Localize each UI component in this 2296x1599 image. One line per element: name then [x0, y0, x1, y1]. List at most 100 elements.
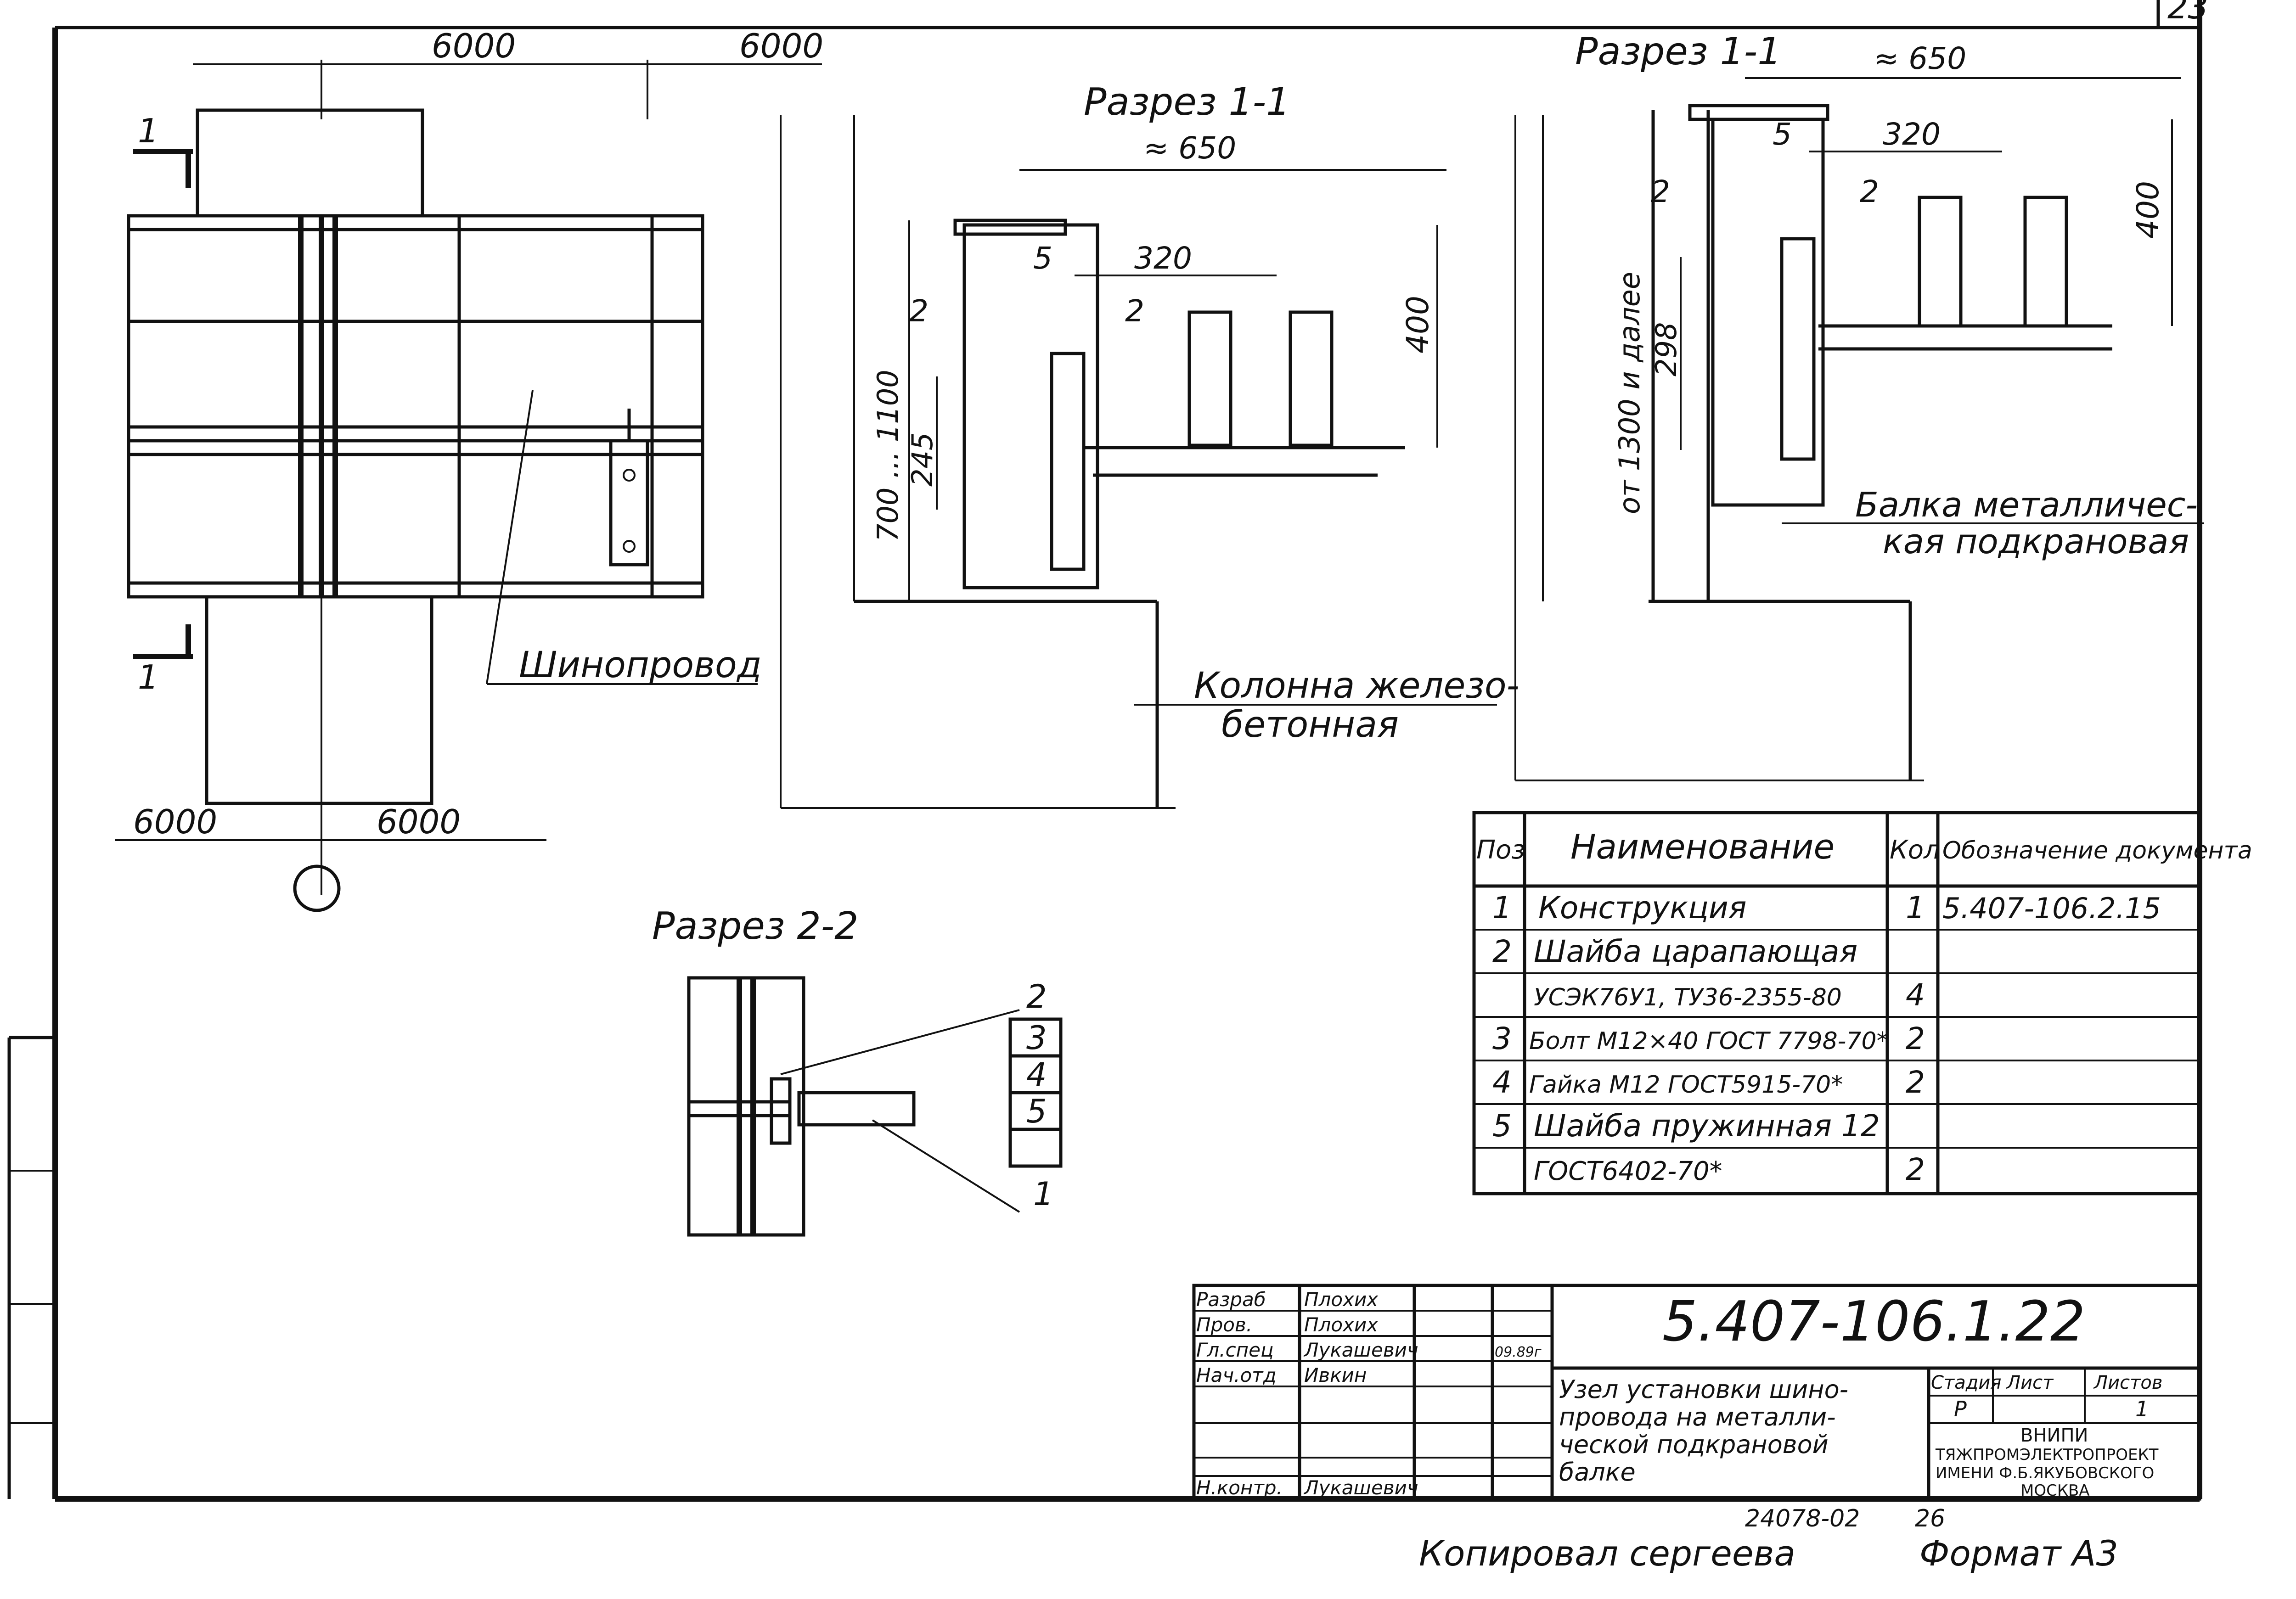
section-2-2-callouts: 2 3 4 5 1 — [1026, 978, 1054, 1213]
stage-header: Стадия — [1931, 1372, 2001, 1393]
dim-650: ≈ 650 — [1874, 41, 1966, 76]
dim-400: 400 — [2130, 181, 2166, 239]
section-1-1-metal: Разрез 1-1 ≈ 650 320 400 298 от 1300 и д… — [1514, 30, 2204, 781]
dim-6000-bottom-right: 6000 — [377, 802, 461, 841]
header-doc: Обозначение документа — [1942, 837, 2252, 864]
row7-name: ГОСТ6402-70* — [1534, 1156, 1722, 1186]
row4-qty: 2 — [1906, 1021, 1925, 1056]
sheet-frame: 23 — [7, 0, 2208, 1502]
dim-245: 245 — [906, 432, 939, 487]
header-name: Наименование — [1570, 827, 1835, 867]
role-norm-control: Н.контр. — [1196, 1476, 1283, 1499]
column-label-line2: бетонная — [1221, 704, 1399, 746]
sheet-number: 23 — [2167, 0, 2208, 26]
dim-320: 320 — [1134, 241, 1192, 276]
callout-4: 4 — [1026, 1056, 1047, 1094]
dim-700-1100: 700 ... 1100 — [871, 370, 905, 542]
name-chief-spec: Лукашевич — [1303, 1339, 1418, 1361]
section-title: Разрез 1-1 — [1575, 30, 1781, 73]
callout-1: 1 — [1033, 1175, 1054, 1213]
sheet-header: Лист — [2006, 1372, 2054, 1393]
header-pos: Поз — [1476, 835, 1525, 865]
sheets-value: 1 — [2135, 1397, 2149, 1421]
row5-qty: 2 — [1906, 1065, 1925, 1100]
description-line3: ческой подкрановой — [1559, 1430, 1829, 1459]
dim-650: ≈ 650 — [1143, 130, 1236, 166]
date: 09.89г — [1495, 1344, 1542, 1360]
row1-pos: 1 — [1492, 890, 1512, 926]
row3-name: УСЭК76У1, ТУ36-2355-80 — [1534, 984, 1842, 1011]
row5-pos: 4 — [1492, 1065, 1512, 1100]
section-1-1-concrete: Разрез 1-1 ≈ 650 320 400 700 ... 1100 24… — [780, 80, 1519, 809]
spec-table — [1472, 811, 2201, 1195]
name-checked: Плохих — [1304, 1313, 1379, 1336]
role-developer: Разраб — [1196, 1288, 1266, 1311]
name-norm-control: Лукашевич — [1303, 1476, 1418, 1499]
row2-name: Шайба царапающая — [1534, 934, 1857, 969]
name-developer: Плохих — [1304, 1288, 1379, 1311]
dim-298: 298 — [1649, 322, 1683, 376]
section-2-2: Разрез 2-2 — [652, 904, 1063, 1237]
cut-mark-right: 2 — [1125, 293, 1144, 329]
row5-name: Гайка М12 ГОСТ5915-70* — [1529, 1071, 1843, 1099]
spec-table-header: Поз Наименование Кол Обозначение докумен… — [1476, 827, 2252, 867]
inv-number: 24078-02 — [1745, 1505, 1860, 1532]
dim-6000-bottom-left: 6000 — [133, 802, 217, 841]
cut-mark-left: 2 — [909, 293, 929, 329]
section-mark-top: 1 — [138, 112, 159, 150]
dim-400: 400 — [1400, 296, 1435, 353]
row4-pos: 3 — [1492, 1021, 1512, 1056]
dim-320: 320 — [1883, 117, 1941, 152]
format: Формат А3 — [1919, 1533, 2118, 1574]
org-line2: ТЯЖПРОМЭЛЕКТРОПРОЕКТ — [1935, 1446, 2159, 1464]
description-line1: Узел установки шино- — [1559, 1375, 1848, 1404]
row1-name: Конструкция — [1538, 890, 1746, 926]
stage-value: Р — [1954, 1397, 1967, 1421]
org-line3: ИМЕНИ Ф.Б.ЯКУБОВСКОГО — [1936, 1464, 2154, 1482]
sheets-header: Листов — [2093, 1372, 2162, 1393]
role-head-dept: Нач.отд — [1196, 1364, 1277, 1386]
section-title: Разрез 1-1 — [1084, 80, 1290, 124]
row1-qty: 1 — [1906, 890, 1925, 926]
header-qty: Кол — [1890, 835, 1940, 865]
spec-table-rows: 1 Конструкция 1 5.407-106.2.15 2 Шайба ц… — [1492, 890, 2161, 1187]
copied-by: Копировал сергеева — [1419, 1533, 1795, 1574]
dim-from-1300: от 1300 и далее — [1613, 272, 1646, 514]
cut-mark-left: 2 — [1651, 174, 1670, 209]
section-title: Разрез 2-2 — [652, 904, 858, 948]
callout-3: 3 — [1026, 1019, 1047, 1057]
page-number: 26 — [1915, 1505, 1945, 1532]
row7-qty: 2 — [1906, 1152, 1925, 1187]
role-checked: Пров. — [1196, 1313, 1252, 1336]
callout-2: 2 — [1026, 978, 1047, 1016]
name-head-dept: Ивкин — [1304, 1364, 1367, 1386]
cut-mark-right: 2 — [1860, 174, 1879, 209]
row1-doc: 5.407-106.2.15 — [1942, 892, 2161, 925]
row6-name: Шайба пружинная 12 — [1534, 1108, 1880, 1144]
section-mark-bottom: 1 — [138, 658, 159, 696]
row6-pos: 5 — [1492, 1108, 1512, 1144]
role-chief-spec: Гл.спец — [1196, 1339, 1274, 1361]
doc-code: 5.407-106.1.22 — [1662, 1290, 2085, 1354]
pos-5: 5 — [1033, 241, 1052, 276]
column-label-line1: Колонна железо- — [1194, 665, 1519, 707]
org-line4: МОСКВА — [2020, 1481, 2090, 1500]
title-block-text: 5.407-106.1.22 Разраб Пров. Гл.спец Нач.… — [1196, 1288, 2162, 1500]
row3-qty: 4 — [1906, 977, 1925, 1013]
title-block — [1192, 1284, 2201, 1501]
beam-label-line2: кая подкрановая — [1883, 522, 2189, 561]
org-line1: ВНИПИ — [2020, 1425, 2088, 1446]
callout-5: 5 — [1026, 1093, 1047, 1130]
description-line4: балке — [1559, 1458, 1636, 1487]
dim-6000-top-right: 6000 — [739, 27, 823, 65]
row2-pos: 2 — [1492, 934, 1512, 969]
footer: 24078-02 26 Копировал сергеева Формат А3 — [1419, 1505, 2118, 1574]
busbar-label: Шинопровод — [519, 645, 762, 686]
pos-5: 5 — [1773, 117, 1792, 152]
beam-label-line1: Балка металличес- — [1855, 485, 2198, 525]
description-line2: провода на металли- — [1559, 1403, 1836, 1431]
row4-name: Болт М12×40 ГОСТ 7798-70* — [1529, 1027, 1889, 1055]
dim-6000-top-left: 6000 — [432, 27, 516, 65]
